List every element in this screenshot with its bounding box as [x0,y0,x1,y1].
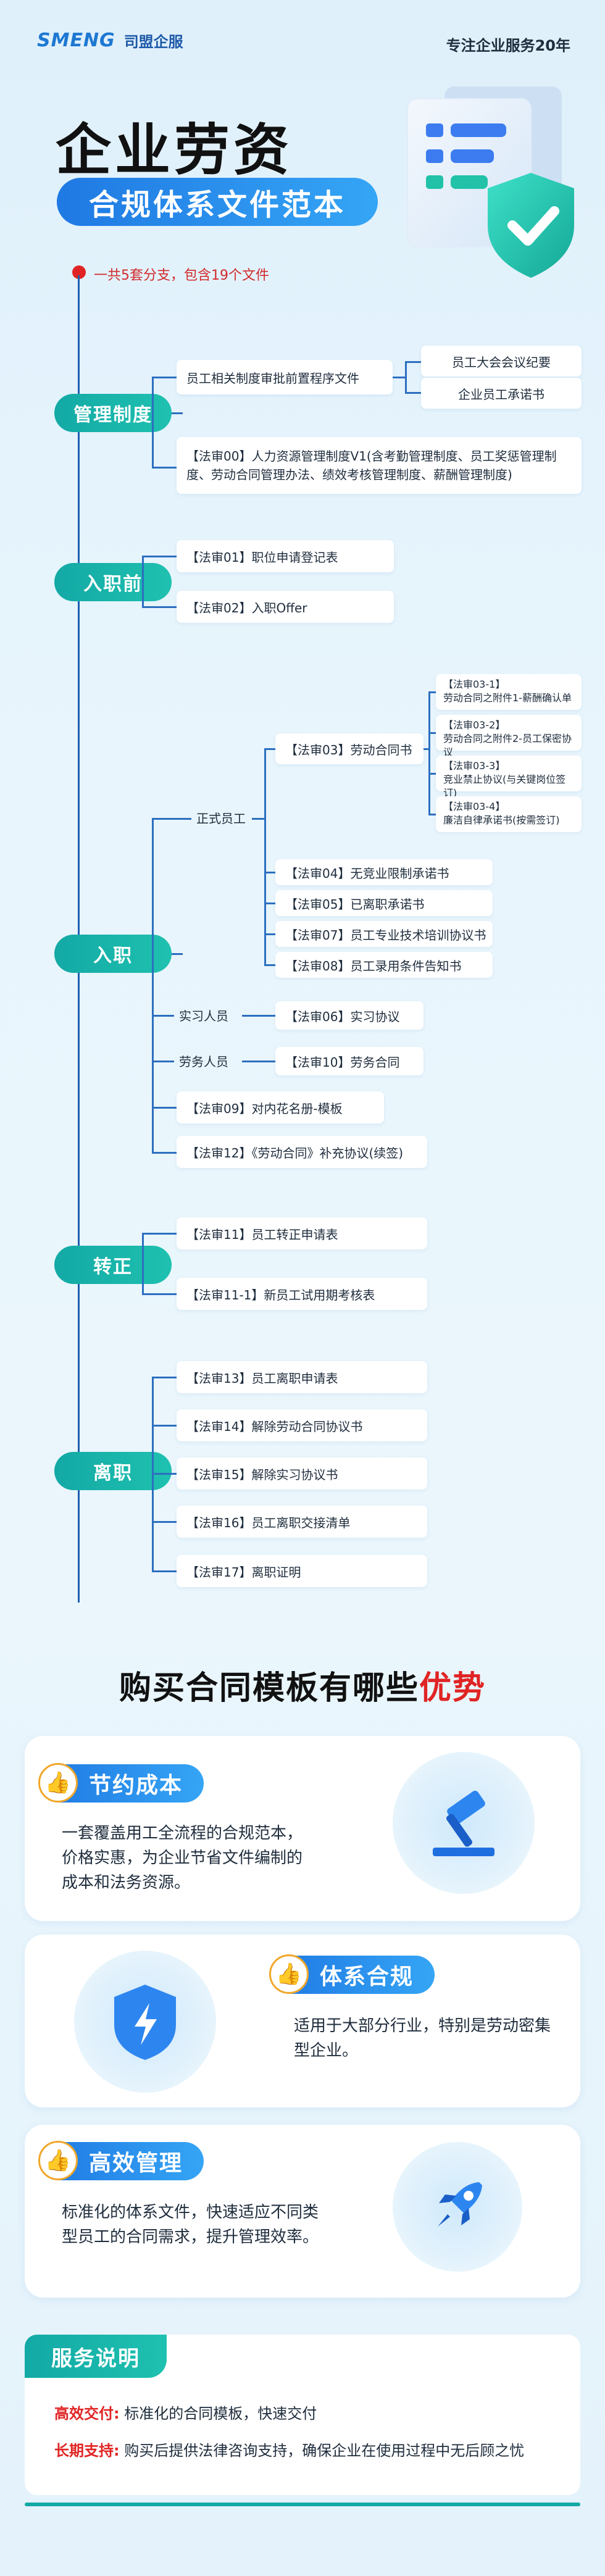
category-resign: 离职 [54,1452,172,1490]
advantage-text-cost: 一套覆盖用工全流程的合规范本，价格实惠，为企业节省文件编制的成本和法务资源。 [62,1824,303,1892]
thumbs-up-icon: 👍 [38,2141,78,2180]
file-03-1[interactable]: 【法审03-1】劳动合同之附件1-薪酬确认单 [436,674,582,710]
file-03-contract[interactable]: 【法审03】劳动合同书 [275,733,424,764]
employee-commitment[interactable]: 企业员工承诺书 [421,378,582,409]
file-11-1[interactable]: 【法审11-1】新员工试用期考核表 [177,1278,427,1310]
labor-label: 劳务人员 [179,1054,228,1069]
category-entry: 入职 [54,935,172,973]
meeting-minutes[interactable]: 员工大会会议纪要 [421,346,582,377]
formal-employee-label: 正式员工 [196,811,246,826]
file-17[interactable]: 【法审17】离职证明 [177,1555,427,1587]
file-06[interactable]: 【法审06】实习协议 [275,1001,424,1030]
header-slogan: 专注企业服务20年 [446,37,570,54]
service-row-delivery: 高效交付: 标准化的合同模板，快速交付 [54,2405,317,2422]
document-shield-icon [407,86,574,278]
file-01[interactable]: 【法审01】职位申请登记表 [177,540,394,572]
file-07[interactable]: 【法审07】员工专业技术培训协议书 [275,921,493,947]
file-12[interactable]: 【法审12】《劳动合同》补充协议(续签) [177,1136,427,1168]
page-subtitle: 合规体系文件范本 [57,178,378,226]
file-03-3[interactable]: 【法审03-3】竞业禁止协议(与关键岗位签订) [436,756,582,799]
advantage-text-compliance: 适用于大部分行业，特别是劳动密集型企业。 [294,2017,551,2060]
timeline-start-dot [72,265,86,279]
thumbs-up-icon: 👍 [269,1954,309,1994]
file-08[interactable]: 【法审08】员工录用条件告知书 [275,952,493,978]
shield-bolt-icon [74,1951,216,2093]
file-03-2[interactable]: 【法审03-2】劳动合同之附件2-员工保密协议 [436,715,582,758]
service-row-support: 长期支持: 购买后提供法律咨询支持，确保企业在使用过程中无后顾之忧 [54,2442,525,2459]
file-13[interactable]: 【法审13】员工离职申请表 [177,1361,427,1393]
summary-text: 一共5套分支，包含19个文件 [94,268,269,283]
advantage-text-efficiency: 标准化的体系文件，快速适应不同类型员工的合同需求，提升管理效率。 [62,2203,319,2246]
service-title: 服务说明 [25,2335,167,2378]
gavel-icon [393,1752,535,1894]
advantages-title: 购买合同模板有哪些优势 [119,1670,486,1707]
logo-mark: SMENG [37,30,115,51]
file-03-4[interactable]: 【法审03-4】廉洁自律承诺书(按需签订) [436,796,582,832]
intern-label: 实习人员 [179,1009,228,1023]
category-management: 管理制度 [54,394,172,432]
rocket-icon [393,2142,522,2272]
file-15[interactable]: 【法审15】解除实习协议书 [177,1457,427,1490]
footer-divider [25,2503,580,2506]
file-11[interactable]: 【法审11】员工转正申请表 [177,1217,427,1249]
file-10[interactable]: 【法审10】劳务合同 [275,1047,424,1075]
page-title: 企业劳资 [56,118,293,183]
category-pre-entry: 入职前 [54,563,172,601]
hr-system-file[interactable]: 【法审00】人力资源管理制度V1(含考勤管理制度、员工奖惩管理制度、劳动合同管理… [177,437,582,494]
file-16[interactable]: 【法审16】员工离职交接清单 [177,1506,427,1538]
file-05[interactable]: 【法审05】已离职承诺书 [275,890,493,916]
file-09[interactable]: 【法审09】对内花名册-模板 [177,1091,384,1123]
thumbs-up-icon: 👍 [38,1763,78,1803]
file-02[interactable]: 【法审02】入职Offer [177,591,394,623]
file-04[interactable]: 【法审04】无竞业限制承诺书 [275,859,493,885]
procedure-file[interactable]: 员工相关制度审批前置程序文件 [177,360,393,394]
brand-logo: SMENG 司盟企服 [37,30,183,51]
logo-name: 司盟企服 [123,33,183,51]
category-regular: 转正 [54,1246,172,1284]
file-14[interactable]: 【法审14】解除劳动合同协议书 [177,1409,427,1441]
